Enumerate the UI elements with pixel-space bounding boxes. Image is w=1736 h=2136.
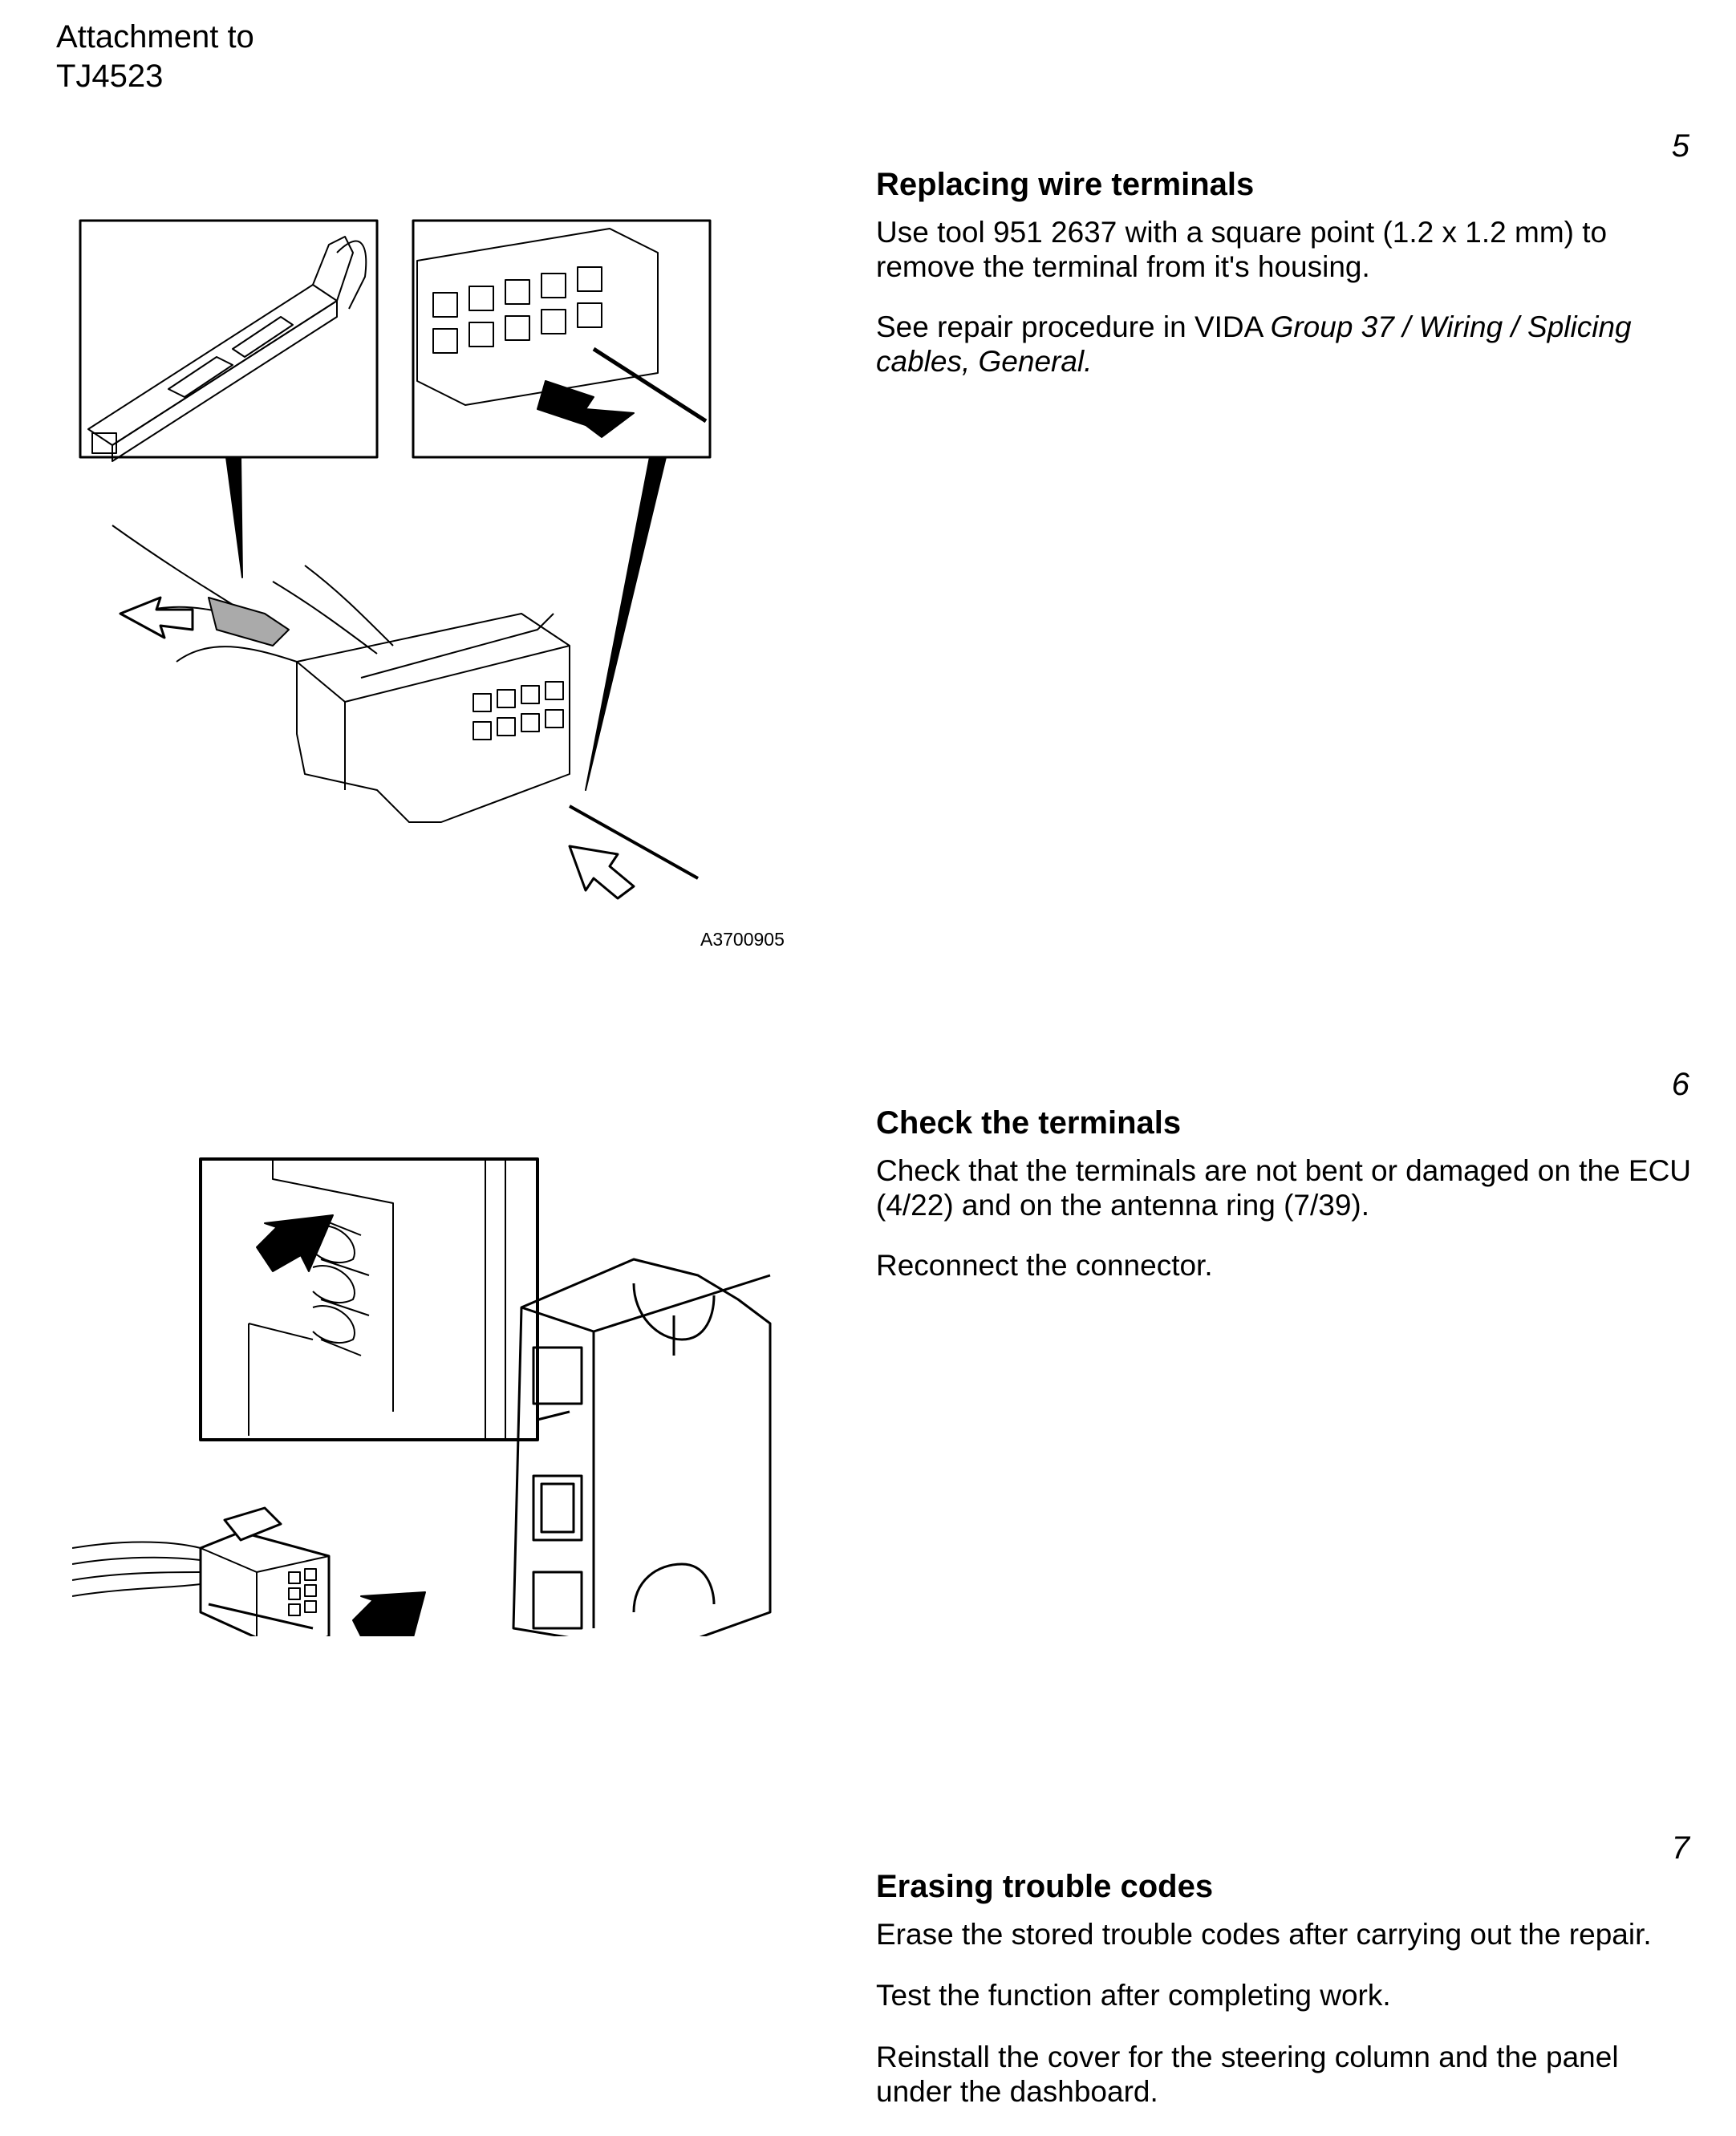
- step-7-number: 7: [1671, 1830, 1689, 1866]
- step-5-number: 5: [1671, 128, 1689, 164]
- step-7-paragraph-1: Erase the stored trouble codes after car…: [876, 1918, 1652, 1951]
- header-line-2: TJ4523: [56, 59, 164, 94]
- terminal-removal-illustration: [72, 213, 730, 902]
- inset-pointer-left: [226, 457, 242, 578]
- connector-assembly-drawing: [112, 525, 698, 898]
- terminal-check-illustration: [72, 1155, 794, 1636]
- step-5-paragraph-2-emphasis: Group 37 / Wiring / Splicing cables, Gen…: [876, 310, 1632, 378]
- wire-plug-drawing: [72, 1508, 425, 1636]
- step-7-title: Erasing trouble codes: [876, 1869, 1214, 1904]
- wire-terminal-drawing: [88, 237, 366, 461]
- step-7-paragraph-3: Reinstall the cover for the steering col…: [876, 2041, 1619, 2108]
- ecu-terminal-detail: [249, 1159, 505, 1440]
- step-5-paragraph-1: Use tool 951 2637 with a square point (1…: [876, 216, 1608, 283]
- housing-detail-inset: [413, 221, 710, 457]
- ecu-terminal-inset: [201, 1159, 537, 1440]
- step-5-paragraph-2-prefix: See repair procedure in VIDA: [876, 310, 1271, 343]
- inset-pointer-right: [586, 457, 666, 790]
- step-6-paragraph-2: Reconnect the connector.: [876, 1249, 1213, 1282]
- header-line-1: Attachment to: [56, 19, 254, 55]
- step-5-paragraph-2: See repair procedure in VIDA Group 37 / …: [876, 310, 1694, 379]
- step-6-title: Check the terminals: [876, 1105, 1182, 1141]
- document-header: Attachment to TJ4523: [56, 18, 254, 96]
- step-7-paragraph-2: Test the function after completing work.: [876, 1979, 1391, 2012]
- figure-code: A3700905: [700, 929, 785, 950]
- step-5-title: Replacing wire terminals: [876, 167, 1255, 202]
- step-6-paragraph-1: Check that the terminals are not bent or…: [876, 1154, 1692, 1222]
- ecu-housing-drawing: [513, 1259, 770, 1636]
- step-6-number: 6: [1671, 1067, 1689, 1102]
- connector-housing-detail-drawing: [417, 229, 706, 437]
